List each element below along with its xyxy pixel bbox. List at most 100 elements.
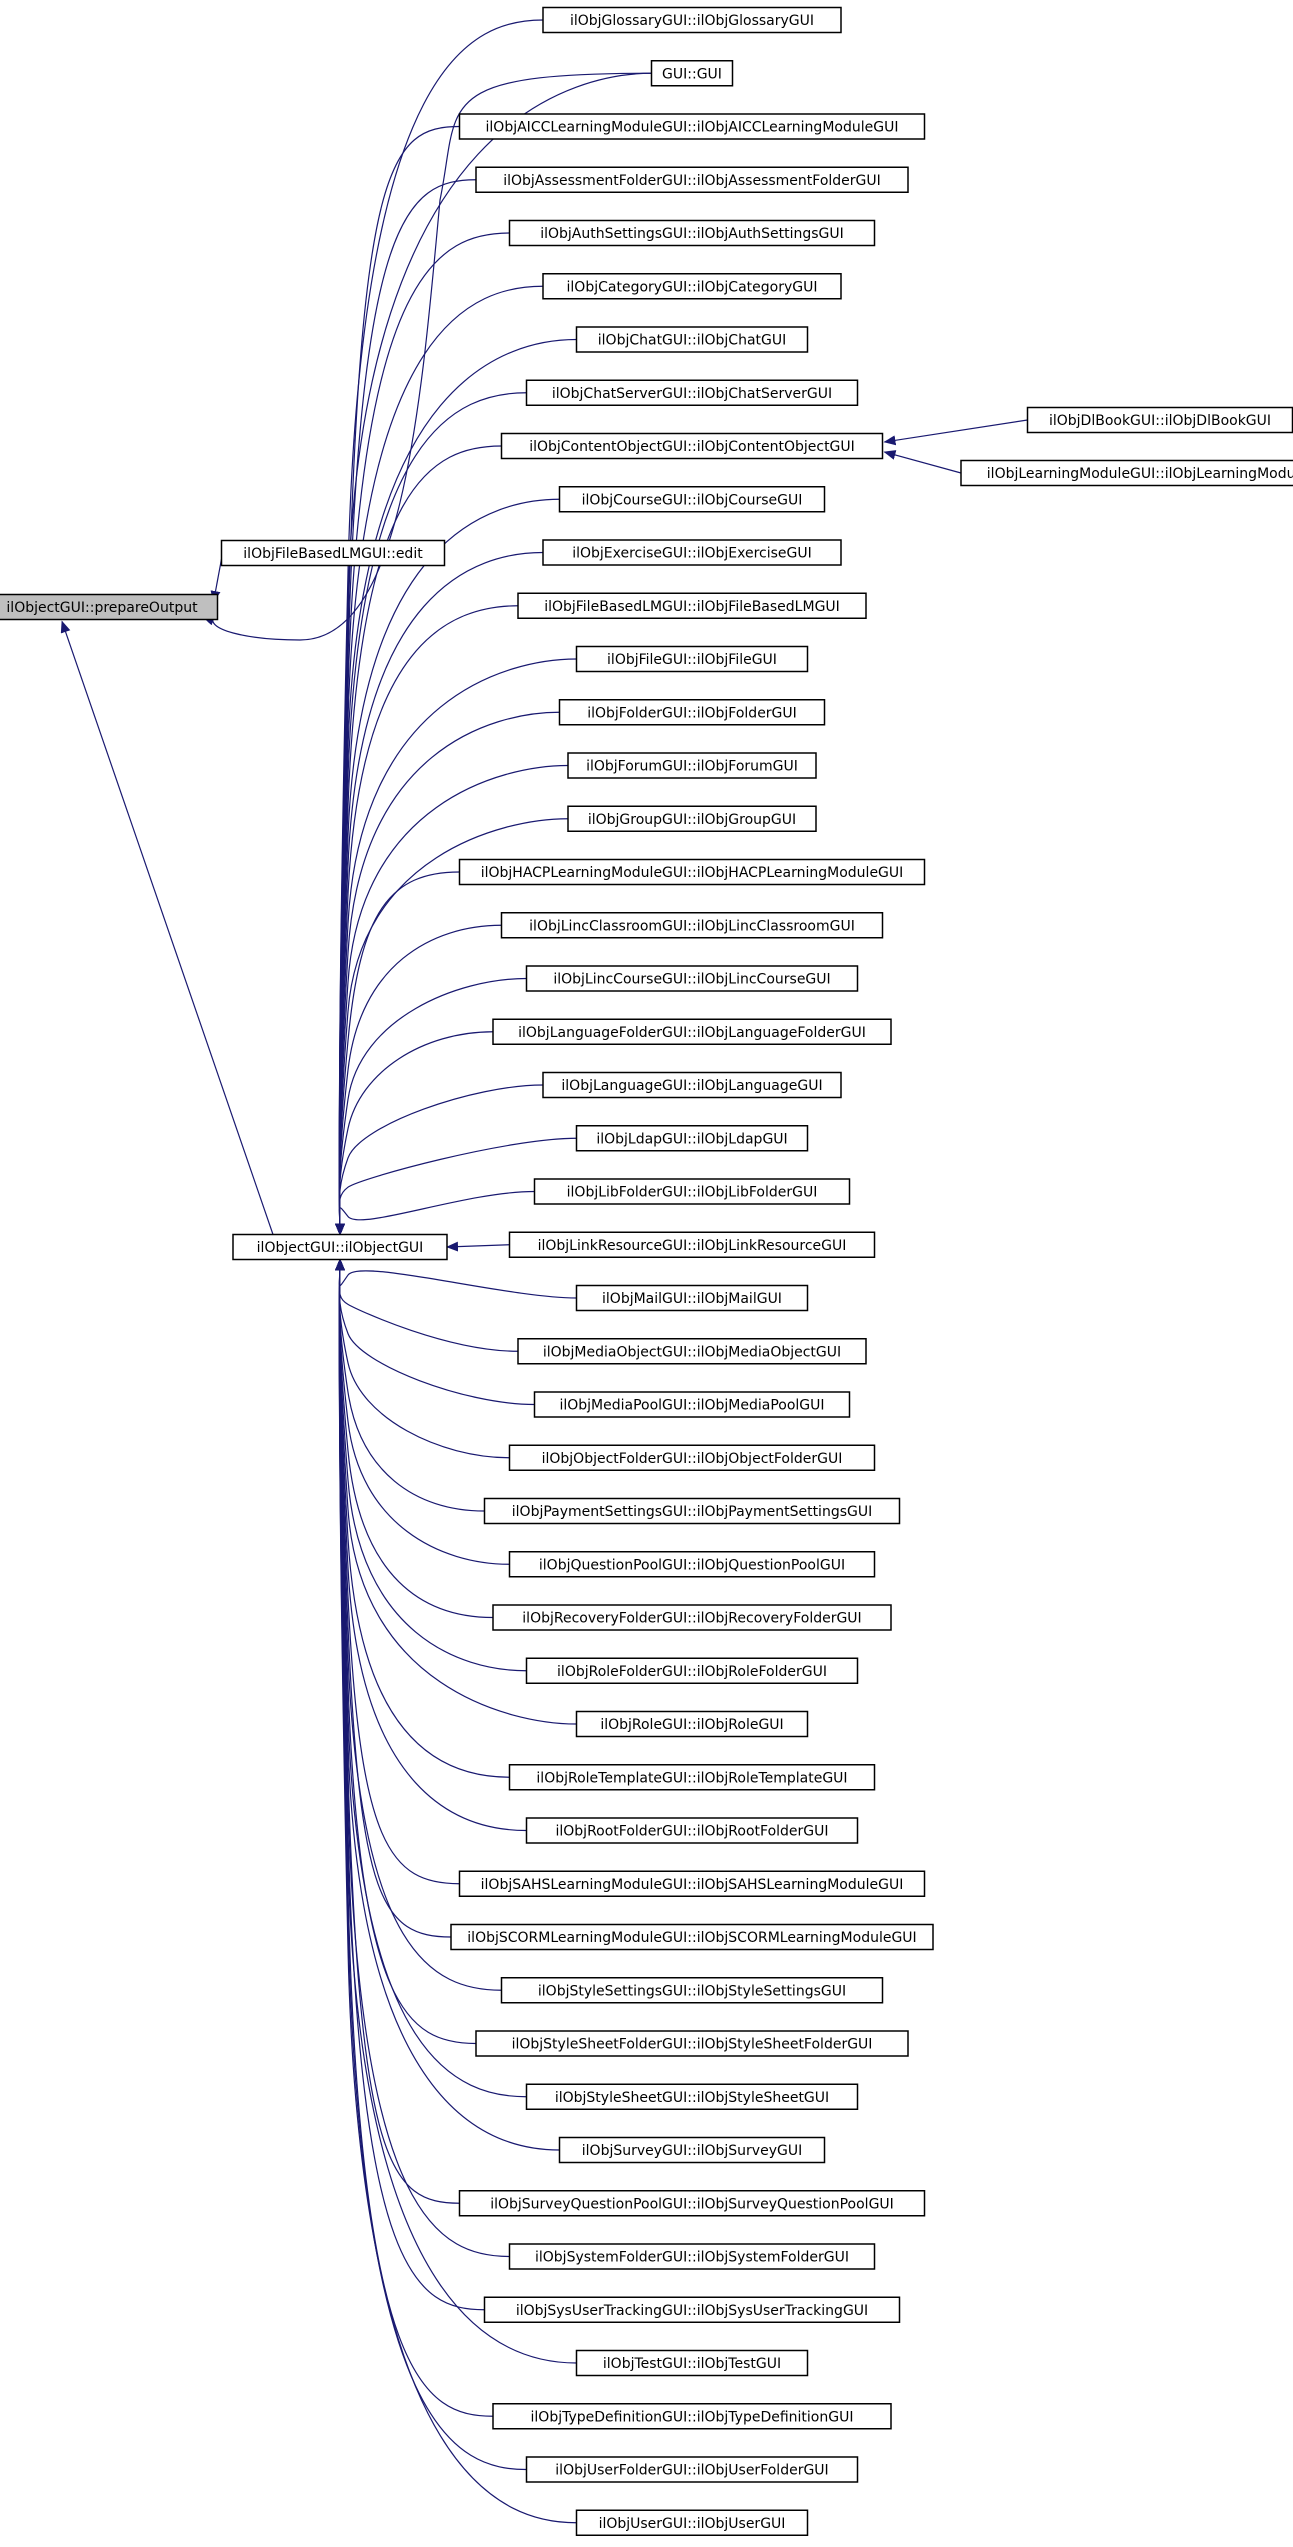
node-ilobjfilebasedlmgui-edit-box (220, 539, 446, 567)
edge-ilobjsurveyquestionpoolgui-ilobjsurveyquestionpoolgui-to-constructor (334, 1258, 460, 2204)
node-root[interactable]: ilObjectGUI::prepareOutput (0, 593, 219, 621)
node-ilobjrootfoldergui-ilobjrootfoldergui[interactable]: ilObjRootFolderGUI::ilObjRootFolderGUI (525, 1817, 859, 1844)
node-ilobjdlbookgui-ilobjdlbookgui[interactable]: ilObjDlBookGUI::ilObjDlBookGUI (1026, 406, 1293, 434)
node-ilobjforumgui-ilobjforumgui-box (567, 752, 817, 779)
node-ilobjexercisegui-ilobjexercisegui[interactable]: ilObjExerciseGUI::ilObjExerciseGUI (542, 539, 842, 566)
node-ilobjfoldergui-ilobjfoldergui-label: ilObjFolderGUI::ilObjFolderGUI (587, 705, 797, 721)
node-ilobjauthsettingsgui-ilobjauthsettingsgui[interactable]: ilObjAuthSettingsGUI::ilObjAuthSettingsG… (508, 219, 876, 247)
node-ilobjfoldergui-ilobjfoldergui[interactable]: ilObjFolderGUI::ilObjFolderGUI (558, 699, 826, 726)
node-ilobjauthsettingsgui-ilobjauthsettingsgui-box (508, 219, 876, 247)
node-ilobjchatservergui-ilobjchatservergui[interactable]: ilObjChatServerGUI::ilObjChatServerGUI (525, 379, 859, 406)
node-ilobjglossarygui-ilobjglossarygui-label: ilObjGlossaryGUI::ilObjGlossaryGUI (570, 13, 814, 29)
node-ilobjrolegui-ilobjrolegui[interactable]: ilObjRoleGUI::ilObjRoleGUI (575, 1710, 809, 1738)
node-ilobjldapgui-ilobjldapgui-box (575, 1125, 809, 1152)
node-gui-gui[interactable]: GUI::GUI (650, 60, 734, 87)
node-ilobjstylesettingsgui-ilobjstylesettingsgui[interactable]: ilObjStyleSettingsGUI::ilObjStyleSetting… (500, 1977, 884, 2004)
node-ilobjlinccoursegui-ilobjlinccoursegui[interactable]: ilObjLincCourseGUI::ilObjLincCourseGUI (525, 965, 859, 992)
edge-ilobjsystemfoldergui-ilobjsystemfoldergui-to-constructor (334, 1258, 510, 2258)
edge-ilobjlearningmodulegui-ilobjlearningmodulegui-to-contentobject (883, 450, 962, 474)
edge-ilobjlibfoldergui-ilobjlibfoldergui-to-constructor (334, 1190, 535, 1236)
node-ilobjquestionpoolgui-ilobjquestionpoolgui-label: ilObjQuestionPoolGUI::ilObjQuestionPoolG… (539, 1557, 845, 1573)
node-ilobjcoursegui-ilobjcoursegui-label: ilObjCourseGUI::ilObjCourseGUI (582, 492, 803, 508)
edge-ilobjmailgui-ilobjmailgui-to-constructor (334, 1258, 577, 1299)
node-ilobjtestgui-ilobjtestgui[interactable]: ilObjTestGUI::ilObjTestGUI (575, 2349, 809, 2377)
node-ilobjsysusertrackinggui-ilobjsysusertrackinggui[interactable]: ilObjSysUserTrackingGUI::ilObjSysUserTra… (483, 2296, 901, 2323)
node-ilobjstylesheetfoldergui-ilobjstylesheetfoldergui[interactable]: ilObjStyleSheetFolderGUI::ilObjStyleShee… (475, 2030, 909, 2057)
node-ilobjscormlearningmodulegui-ilobjscormlearningmodulegui[interactable]: ilObjSCORMLearningModuleGUI::ilObjSCORML… (450, 1923, 934, 1951)
node-ilobjtypedefinitiongui-ilobjtypedefinitiongui[interactable]: ilObjTypeDefinitionGUI::ilObjTypeDefinit… (492, 2403, 892, 2430)
edge-ilobjrolegui-ilobjrolegui-to-constructor (334, 1258, 577, 1725)
edge-ilobjrootfoldergui-ilobjrootfoldergui-to-constructor (334, 1258, 527, 1832)
node-ilobjstylesheetgui-ilobjstylesheetgui-label: ilObjStyleSheetGUI::ilObjStyleSheetGUI (555, 2090, 829, 2106)
edge-constructor-to-prepareoutput (60, 620, 274, 1235)
node-ilobjobjectfoldergui-ilobjobjectfoldergui-label: ilObjObjectFolderGUI::ilObjObjectFolderG… (542, 1451, 843, 1467)
node-ilobjectgui-ilobjectgui-box (232, 1233, 448, 1261)
node-ilobjlibfoldergui-ilobjlibfoldergui-label: ilObjLibFolderGUI::ilObjLibFolderGUI (567, 1185, 818, 1201)
node-root-box (0, 593, 219, 621)
node-ilobjgroupgui-ilobjgroupgui-box (567, 805, 817, 832)
node-ilobjcontentobjectgui-ilobjcontentobjectgui-box (500, 432, 884, 460)
node-ilobjhacplearningmodulegui-ilobjhacplearningmodulegui[interactable]: ilObjHACPLearningModuleGUI::ilObjHACPLea… (458, 858, 926, 886)
node-ilobjforumgui-ilobjforumgui[interactable]: ilObjForumGUI::ilObjForumGUI (567, 752, 817, 779)
node-ilobjstylesheetgui-ilobjstylesheetgui[interactable]: ilObjStyleSheetGUI::ilObjStyleSheetGUI (525, 2083, 859, 2110)
node-ilobjuserfoldergui-ilobjuserfoldergui[interactable]: ilObjUserFolderGUI::ilObjUserFolderGUI (525, 2456, 859, 2483)
node-ilobjmediapoolgui-ilobjmediapoolgui-label: ilObjMediaPoolGUI::ilObjMediaPoolGUI (559, 1398, 824, 1414)
edge-ilobjsurveygui-ilobjsurveygui-to-constructor (334, 1258, 560, 2151)
node-ilobjauthsettingsgui-ilobjauthsettingsgui-label: ilObjAuthSettingsGUI::ilObjAuthSettingsG… (540, 226, 844, 242)
node-ilobjmediapoolgui-ilobjmediapoolgui[interactable]: ilObjMediaPoolGUI::ilObjMediaPoolGUI (533, 1391, 851, 1418)
node-ilobjstylesheetgui-ilobjstylesheetgui-box (525, 2083, 859, 2110)
node-ilobjgroupgui-ilobjgroupgui[interactable]: ilObjGroupGUI::ilObjGroupGUI (567, 805, 817, 832)
node-ilobjchatservergui-ilobjchatservergui-label: ilObjChatServerGUI::ilObjChatServerGUI (552, 386, 832, 402)
node-ilobjassessmentfoldergui-ilobjassessmentfoldergui[interactable]: ilObjAssessmentFolderGUI::ilObjAssessmen… (475, 166, 909, 193)
node-ilobjpaymentsettingsgui-ilobjpaymentsettingsgui[interactable]: ilObjPaymentSettingsGUI::ilObjPaymentSet… (483, 1497, 901, 1525)
node-ilobjfilebasedlmgui-ilobjfilebasedlmgui[interactable]: ilObjFileBasedLMGUI::ilObjFileBasedLMGUI (517, 592, 867, 619)
node-ilobjscormlearningmodulegui-ilobjscormlearningmodulegui-label: ilObjSCORMLearningModuleGUI::ilObjSCORML… (467, 1930, 916, 1946)
node-ilobjtypedefinitiongui-ilobjtypedefinitiongui-box (492, 2403, 892, 2430)
node-ilobjquestionpoolgui-ilobjquestionpoolgui[interactable]: ilObjQuestionPoolGUI::ilObjQuestionPoolG… (508, 1551, 876, 1578)
node-ilobjrolegui-ilobjrolegui-label: ilObjRoleGUI::ilObjRoleGUI (600, 1717, 783, 1733)
node-ilobjlinkresourcegui-ilobjlinkresourcegui[interactable]: ilObjLinkResourceGUI::ilObjLinkResourceG… (508, 1231, 876, 1258)
node-ilobjcoursegui-ilobjcoursegui-box (558, 486, 826, 513)
node-ilobjcoursegui-ilobjcoursegui[interactable]: ilObjCourseGUI::ilObjCourseGUI (558, 486, 826, 513)
node-ilobjpaymentsettingsgui-ilobjpaymentsettingsgui-box (483, 1497, 901, 1525)
node-ilobjaicclearningmodulegui-ilobjaicclearningmodulegui-box (458, 113, 926, 140)
node-ilobjsahslearningmodulegui-ilobjsahslearningmodulegui[interactable]: ilObjSAHSLearningModuleGUI::ilObjSAHSLea… (458, 1870, 926, 1897)
node-ilobjmailgui-ilobjmailgui[interactable]: ilObjMailGUI::ilObjMailGUI (575, 1284, 809, 1312)
node-ilobjfilegui-ilobjfilegui[interactable]: ilObjFileGUI::ilObjFileGUI (575, 645, 809, 673)
node-ilobjlearningmodulegui-ilobjlearningmodulegui[interactable]: ilObjLearningModuleGUI::ilObjLearningMod… (960, 459, 1293, 487)
node-ilobjrecoveryfoldergui-ilobjrecoveryfoldergui[interactable]: ilObjRecoveryFolderGUI::ilObjRecoveryFol… (492, 1604, 892, 1631)
node-ilobjrolefoldergui-ilobjrolefoldergui[interactable]: ilObjRoleFolderGUI::ilObjRoleFolderGUI (525, 1657, 859, 1684)
node-ilobjfilegui-ilobjfilegui-box (575, 645, 809, 673)
node-ilobjmediaobjectgui-ilobjmediaobjectgui[interactable]: ilObjMediaObjectGUI::ilObjMediaObjectGUI (517, 1338, 867, 1365)
edge-ilobjldapgui-ilobjldapgui-to-constructor (334, 1137, 577, 1236)
edge-ilobjexercisegui-ilobjexercisegui-to-constructor (334, 551, 544, 1236)
node-ilobjlanguagefoldergui-ilobjlanguagefoldergui[interactable]: ilObjLanguageFolderGUI::ilObjLanguageFol… (492, 1018, 892, 1045)
node-ilobjsurveygui-ilobjsurveygui[interactable]: ilObjSurveyGUI::ilObjSurveyGUI (558, 2136, 826, 2164)
node-ilobjectgui-ilobjectgui[interactable]: ilObjectGUI::ilObjectGUI (232, 1233, 448, 1261)
node-ilobjcontentobjectgui-ilobjcontentobjectgui[interactable]: ilObjContentObjectGUI::ilObjContentObjec… (500, 432, 884, 460)
node-ilobjchatgui-ilobjchatgui[interactable]: ilObjChatGUI::ilObjChatGUI (575, 326, 809, 353)
edge-gui-to-prepareoutput (204, 72, 652, 641)
node-ilobjlibfoldergui-ilobjlibfoldergui[interactable]: ilObjLibFolderGUI::ilObjLibFolderGUI (533, 1178, 851, 1205)
node-ilobjlanguagegui-ilobjlanguagegui[interactable]: ilObjLanguageGUI::ilObjLanguageGUI (542, 1071, 842, 1099)
node-ilobjusergui-ilobjusergui[interactable]: ilObjUserGUI::ilObjUserGUI (575, 2509, 809, 2536)
node-ilobjglossarygui-ilobjglossarygui-box (542, 6, 842, 34)
node-ilobjsurveyquestionpoolgui-ilobjsurveyquestionpoolgui[interactable]: ilObjSurveyQuestionPoolGUI::ilObjSurveyQ… (458, 2190, 926, 2217)
node-ilobjlanguagegui-ilobjlanguagegui-box (542, 1071, 842, 1099)
node-ilobjlincclassroomgui-ilobjlincclassroomgui[interactable]: ilObjLincClassroomGUI::ilObjLincClassroo… (500, 912, 884, 939)
node-ilobjobjectfoldergui-ilobjobjectfoldergui[interactable]: ilObjObjectFolderGUI::ilObjObjectFolderG… (508, 1444, 876, 1471)
edge-ilobjlincclassroomgui-ilobjlincclassroomgui-to-constructor (334, 924, 502, 1236)
node-ilobjldapgui-ilobjldapgui[interactable]: ilObjLdapGUI::ilObjLdapGUI (575, 1125, 809, 1152)
node-ilobjlinccoursegui-ilobjlinccoursegui-box (525, 965, 859, 992)
node-ilobjfilebasedlmgui-edit[interactable]: ilObjFileBasedLMGUI::edit (220, 539, 446, 567)
node-ilobjglossarygui-ilobjglossarygui[interactable]: ilObjGlossaryGUI::ilObjGlossaryGUI (542, 6, 842, 34)
node-ilobjcategorygui-ilobjcategorygui-label: ilObjCategoryGUI::ilObjCategoryGUI (567, 279, 818, 295)
node-ilobjhacplearningmodulegui-ilobjhacplearningmodulegui-label: ilObjHACPLearningModuleGUI::ilObjHACPLea… (481, 865, 904, 881)
node-ilobjaicclearningmodulegui-ilobjaicclearningmodulegui[interactable]: ilObjAICCLearningModuleGUI::ilObjAICCLea… (458, 113, 926, 140)
node-ilobjlinkresourcegui-ilobjlinkresourcegui-box (508, 1231, 876, 1258)
node-ilobjcategorygui-ilobjcategorygui[interactable]: ilObjCategoryGUI::ilObjCategoryGUI (542, 273, 842, 300)
node-ilobjsystemfoldergui-ilobjsystemfoldergui[interactable]: ilObjSystemFolderGUI::ilObjSystemFolderG… (508, 2243, 876, 2270)
node-ilobjroletemplategui-ilobjroletemplategui[interactable]: ilObjRoleTemplateGUI::ilObjRoleTemplateG… (508, 1764, 876, 1791)
node-ilobjmediapoolgui-ilobjmediapoolgui-box (533, 1391, 851, 1418)
